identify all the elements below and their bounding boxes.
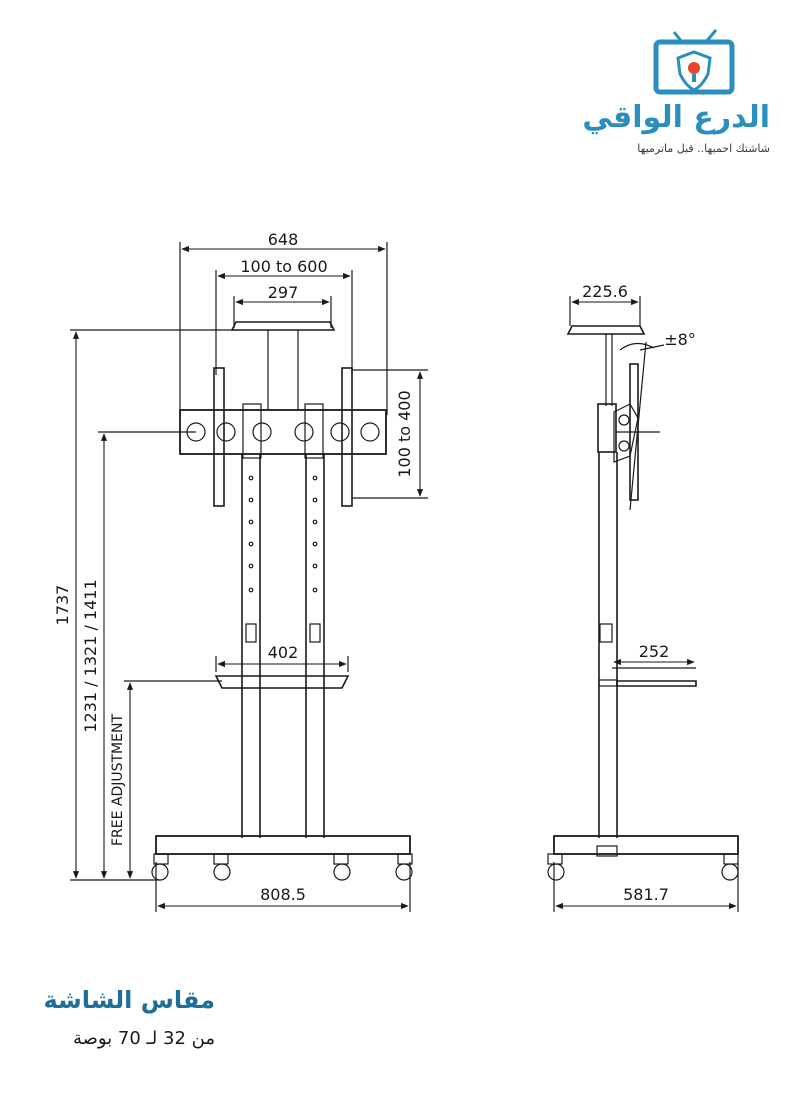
dim-side-top-shelf: 225.6 (582, 282, 628, 301)
brand-logo-icon (653, 29, 735, 95)
dim-height-positions: 1231 / 1321 / 1411 (81, 579, 100, 732)
screen-size-title: مقاس الشاشة (43, 986, 215, 1014)
dim-middle-shelf-width: 402 (268, 643, 299, 662)
dim-tilt-angle: ±8° (664, 330, 696, 349)
dim-vesa-vertical: 100 to 400 (395, 390, 414, 477)
dim-top-shelf-width: 297 (268, 283, 299, 302)
dim-overall-height: 1737 (53, 585, 72, 626)
brand-tagline: شاشتك احميها.. قبل ماترميها (637, 142, 770, 155)
dim-overall-width: 648 (268, 230, 299, 249)
dim-base-depth: 581.7 (623, 885, 669, 904)
dim-base-width: 808.5 (260, 885, 306, 904)
screen-size-range: من 32 لـ 70 بوصة (72, 1028, 215, 1049)
dim-free-adjustment: FREE ADJUSTMENT (110, 714, 126, 846)
dim-vesa-horizontal: 100 to 600 (240, 257, 327, 276)
brand-name: الدرع الواقي (582, 100, 770, 135)
dim-side-shelf-depth: 252 (639, 642, 670, 661)
